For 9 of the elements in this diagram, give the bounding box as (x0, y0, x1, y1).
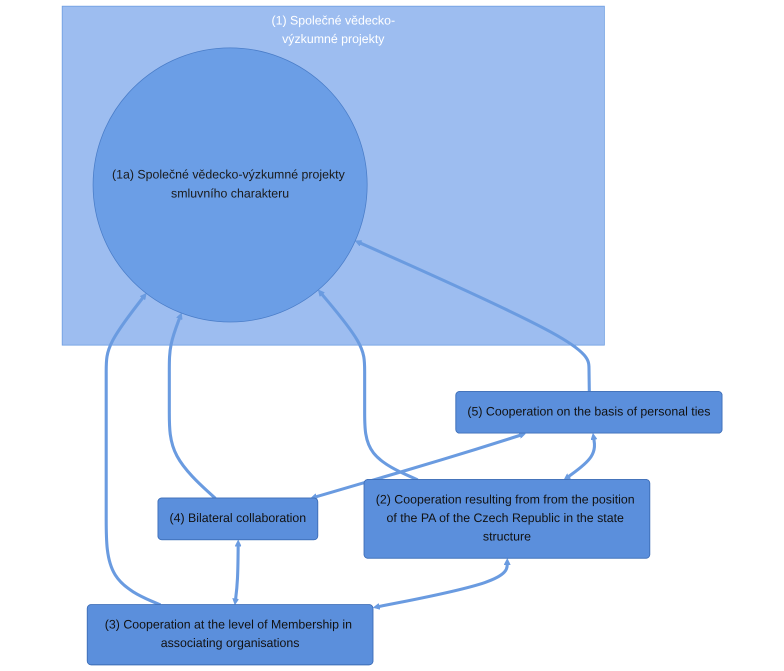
arrow (168, 312, 216, 500)
arrow (310, 432, 526, 500)
arrow (354, 240, 591, 392)
arrow (318, 290, 418, 482)
arrow (373, 558, 510, 610)
node-circle: (1a) Společné vědecko-výzkumné projekty smluvního charakteru (92, 47, 368, 322)
arrow (232, 540, 242, 605)
arrow (564, 433, 598, 480)
arrow (104, 293, 161, 606)
